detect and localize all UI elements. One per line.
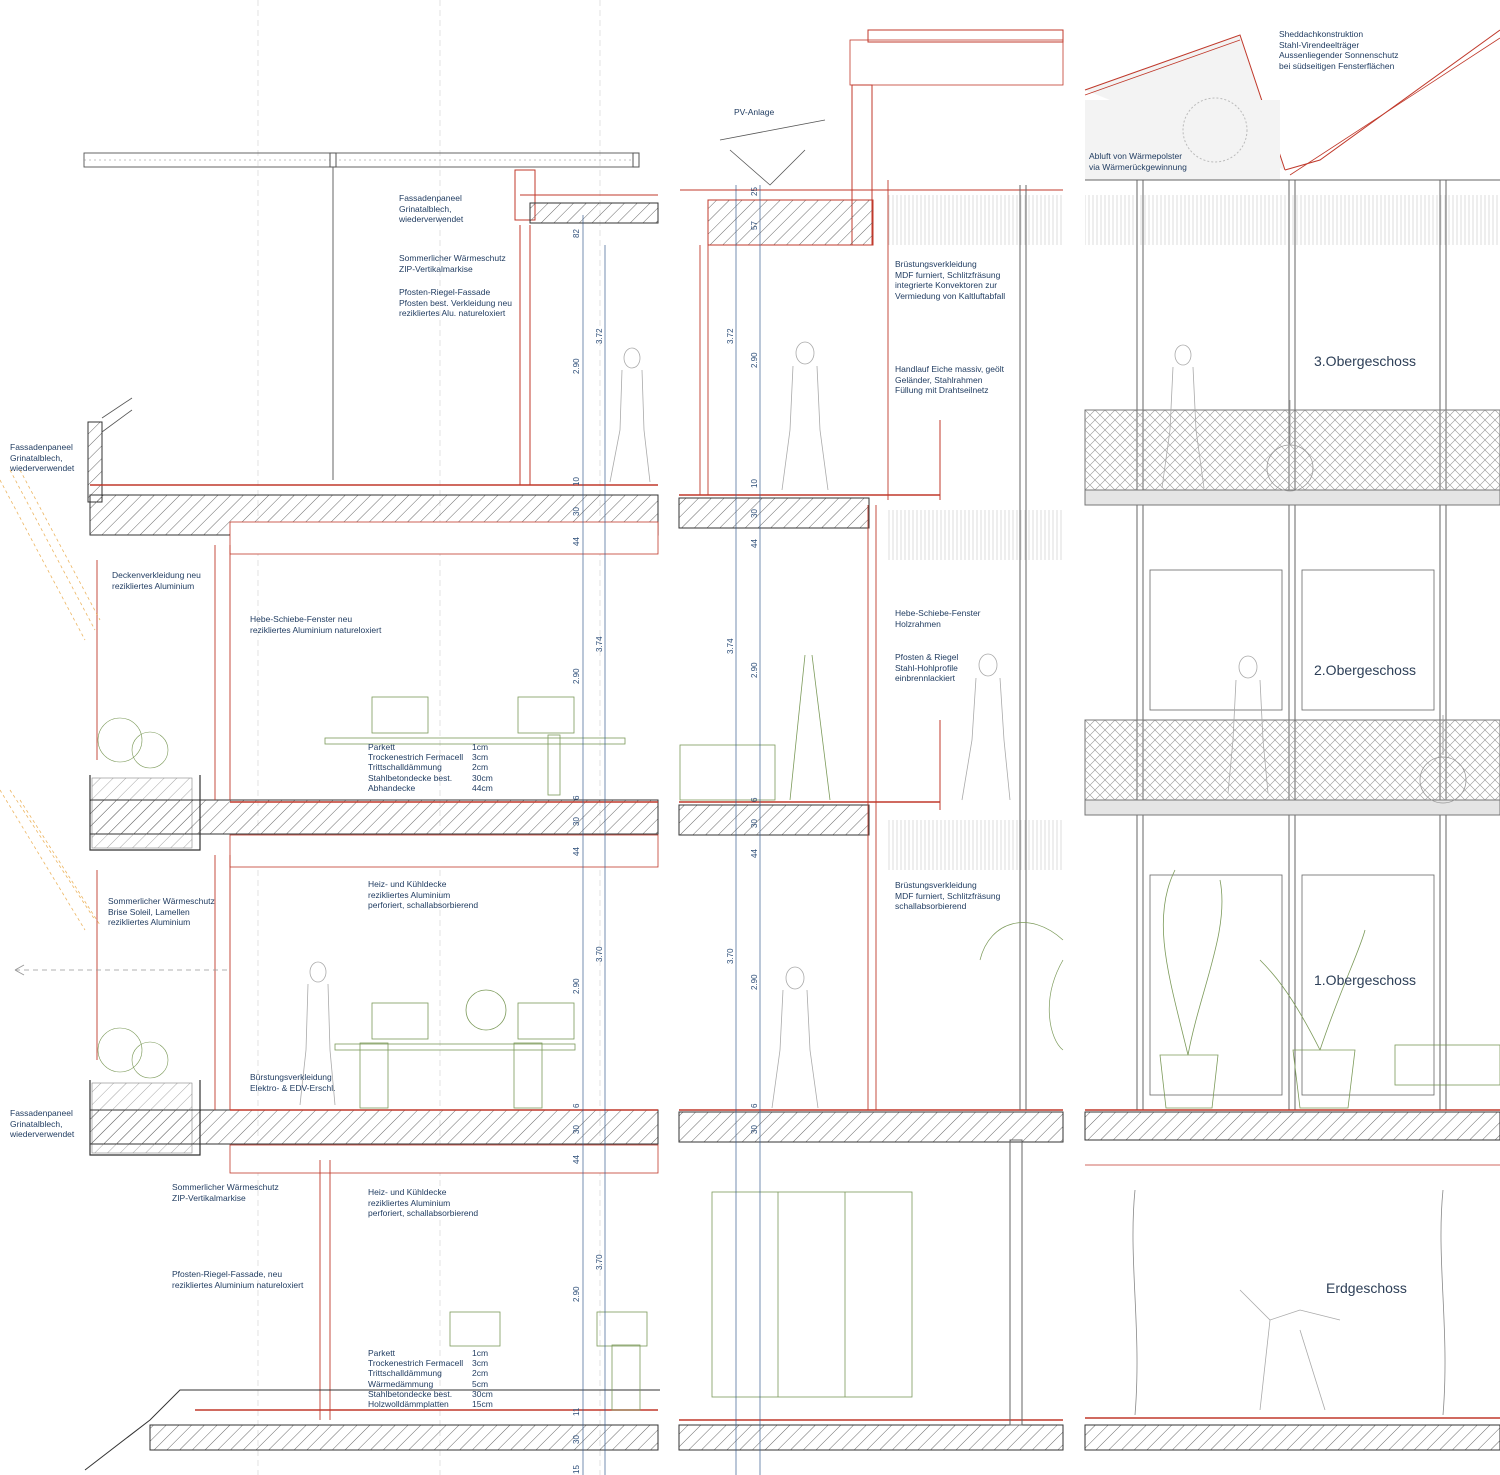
layer-row: Stahlbetondecke best.30cm — [368, 1388, 493, 1399]
dim-b-7: 3.74 — [726, 638, 735, 654]
label-fassadenpaneel-left-bottom: Fassadenpaneel Grinatalblech, wiederverw… — [10, 1108, 75, 1139]
label-pfosten-stahl: Pfosten & Riegel Stahl-Hohlprofile einbr… — [895, 652, 959, 683]
dim-a-3: 10 — [572, 477, 581, 486]
label-deckenverkleidung: Deckenverkleidung neu rezikliertes Alumi… — [112, 570, 201, 591]
panel-interior-section — [678, 29, 1064, 1475]
floor-name-eg: Erdgeschoss — [1326, 1280, 1407, 1296]
label-abluft: Abluft von Wärmepolster via Wärmerückgew… — [1089, 151, 1187, 172]
panel-facade-section — [0, 0, 660, 1475]
dim-a-9: 30 — [572, 817, 581, 826]
dim-a-14: 30 — [572, 1125, 581, 1134]
label-heiz-kuehl-1: Heiz- und Kühldecke rezikliertes Alumini… — [368, 879, 479, 910]
label-heiz-kuehl-2: Heiz- und Kühldecke rezikliertes Alumini… — [368, 1187, 479, 1218]
dim-b-4: 10 — [750, 479, 759, 488]
dim-b-13: 2.90 — [750, 974, 759, 990]
floor-name-og1: 1.Obergeschoss — [1314, 972, 1416, 988]
dim-b-14: 6 — [750, 1103, 759, 1108]
dim-b-0: 25 — [750, 187, 759, 196]
label-bruestung-schall: Brüstungsverkleidung MDF furniert, Schli… — [895, 880, 1001, 911]
floor-name-og3: 3.Obergeschoss — [1314, 353, 1416, 369]
dim-a-6: 3.74 — [595, 636, 604, 652]
dim-a-15: 44 — [572, 1155, 581, 1164]
dim-a-10: 44 — [572, 847, 581, 856]
dim-a-0: 82 — [572, 229, 581, 238]
label-bruestung-mdf: Brüstungsverkleidung MDF furniert, Schli… — [895, 259, 1006, 301]
label-buerstung-elektro: Bürstungsverkleidung Elektro- & EDV-Ersc… — [250, 1072, 336, 1093]
dim-a-1: 3.72 — [595, 328, 604, 344]
label-pv-anlage: PV-Anlage — [734, 107, 775, 117]
layer-row: Stahlbetondecke best.30cm — [368, 772, 493, 783]
dim-a-4: 30 — [572, 507, 581, 516]
dim-b-1: 57 — [750, 221, 759, 230]
dim-b-6: 44 — [750, 539, 759, 548]
dim-b-15: 30 — [750, 1125, 759, 1134]
dim-a-19: 30 — [572, 1435, 581, 1444]
dim-b-5: 30 — [750, 509, 759, 518]
dim-a-16: 3.70 — [595, 1254, 604, 1270]
dim-b-10: 30 — [750, 819, 759, 828]
dim-b-3: 2.90 — [750, 352, 759, 368]
dim-a-2: 2.90 — [572, 358, 581, 374]
label-pfosten-riegel-eg: Pfosten-Riegel-Fassade, neu rezikliertes… — [172, 1269, 304, 1290]
label-handlauf: Handlauf Eiche massiv, geölt Geländer, S… — [895, 364, 1004, 395]
label-hebe-schiebe-holz: Hebe-Schiebe-Fenster Holzrahmen — [895, 608, 981, 629]
dim-a-13: 6 — [572, 1103, 581, 1108]
label-fassadenpaneel-left-top: Fassadenpaneel Grinatalblech, wiederverw… — [10, 442, 75, 473]
label-brise-soleil: Sommerlicher Wärmeschutz Brise Soleil, L… — [108, 896, 215, 927]
dim-b-11: 44 — [750, 849, 759, 858]
label-hebe-schiebe-alu: Hebe-Schiebe-Fenster neu rezikliertes Al… — [250, 614, 382, 635]
dim-a-12: 2.90 — [572, 978, 581, 994]
label-sheddach: Sheddachkonstruktion Stahl-Virendeelträg… — [1279, 29, 1399, 71]
dim-a-7: 2.90 — [572, 668, 581, 684]
dim-b-12: 3.70 — [726, 948, 735, 964]
dim-b-8: 2.90 — [750, 662, 759, 678]
dim-a-18: 11 — [572, 1407, 581, 1416]
label-waermeschutz-top: Sommerlicher Wärmeschutz ZIP-Vertikalmar… — [399, 253, 506, 274]
dim-a-8: 6 — [572, 795, 581, 800]
dim-b-2: 3.72 — [726, 328, 735, 344]
dim-a-20: 15 — [572, 1465, 581, 1474]
label-fassadenpaneel-top: Fassadenpaneel Grinatalblech, wiederverw… — [399, 193, 464, 224]
dim-b-9: 6 — [750, 797, 759, 802]
panel-interior-elevation — [1084, 29, 1500, 1451]
dim-a-5: 44 — [572, 537, 581, 546]
floor-name-og2: 2.Obergeschoss — [1314, 662, 1416, 678]
dim-a-17: 2.90 — [572, 1286, 581, 1302]
dim-a-11: 3.70 — [595, 946, 604, 962]
label-pfosten-riegel-top: Pfosten-Riegel-Fassade Pfosten best. Ver… — [399, 287, 512, 318]
label-waermeschutz-eg: Sommerlicher Wärmeschutz ZIP-Vertikalmar… — [172, 1182, 279, 1203]
